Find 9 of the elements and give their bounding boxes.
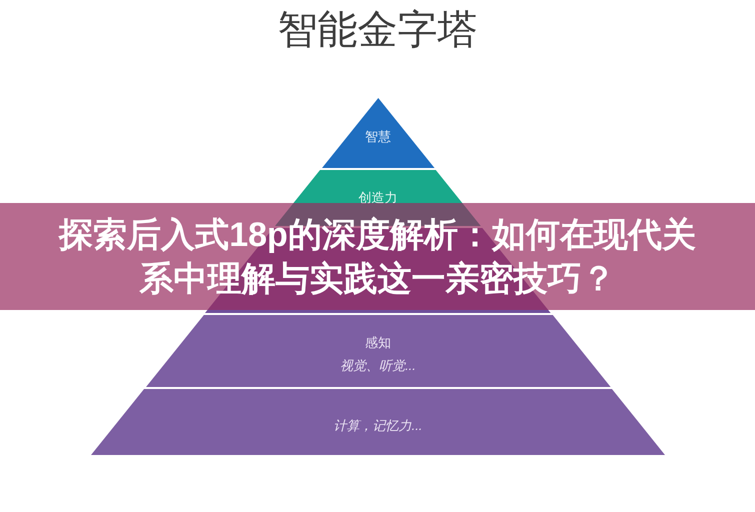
diagram-title: 智能金字塔 (276, 7, 478, 54)
pyramid-layer (91, 389, 665, 455)
layer-heading: 智慧 (364, 128, 391, 146)
layer-description: 视觉、听觉... (340, 357, 416, 375)
headline-banner: 探索后入式18p的深度解析：如何在现代关系中理解与实践这一亲密技巧？ (0, 203, 755, 310)
pyramid-layer (322, 98, 434, 168)
layer-description: 计算，记忆力... (334, 417, 422, 435)
pyramid-layer (146, 315, 610, 387)
layer-heading: 感知 (364, 334, 391, 352)
